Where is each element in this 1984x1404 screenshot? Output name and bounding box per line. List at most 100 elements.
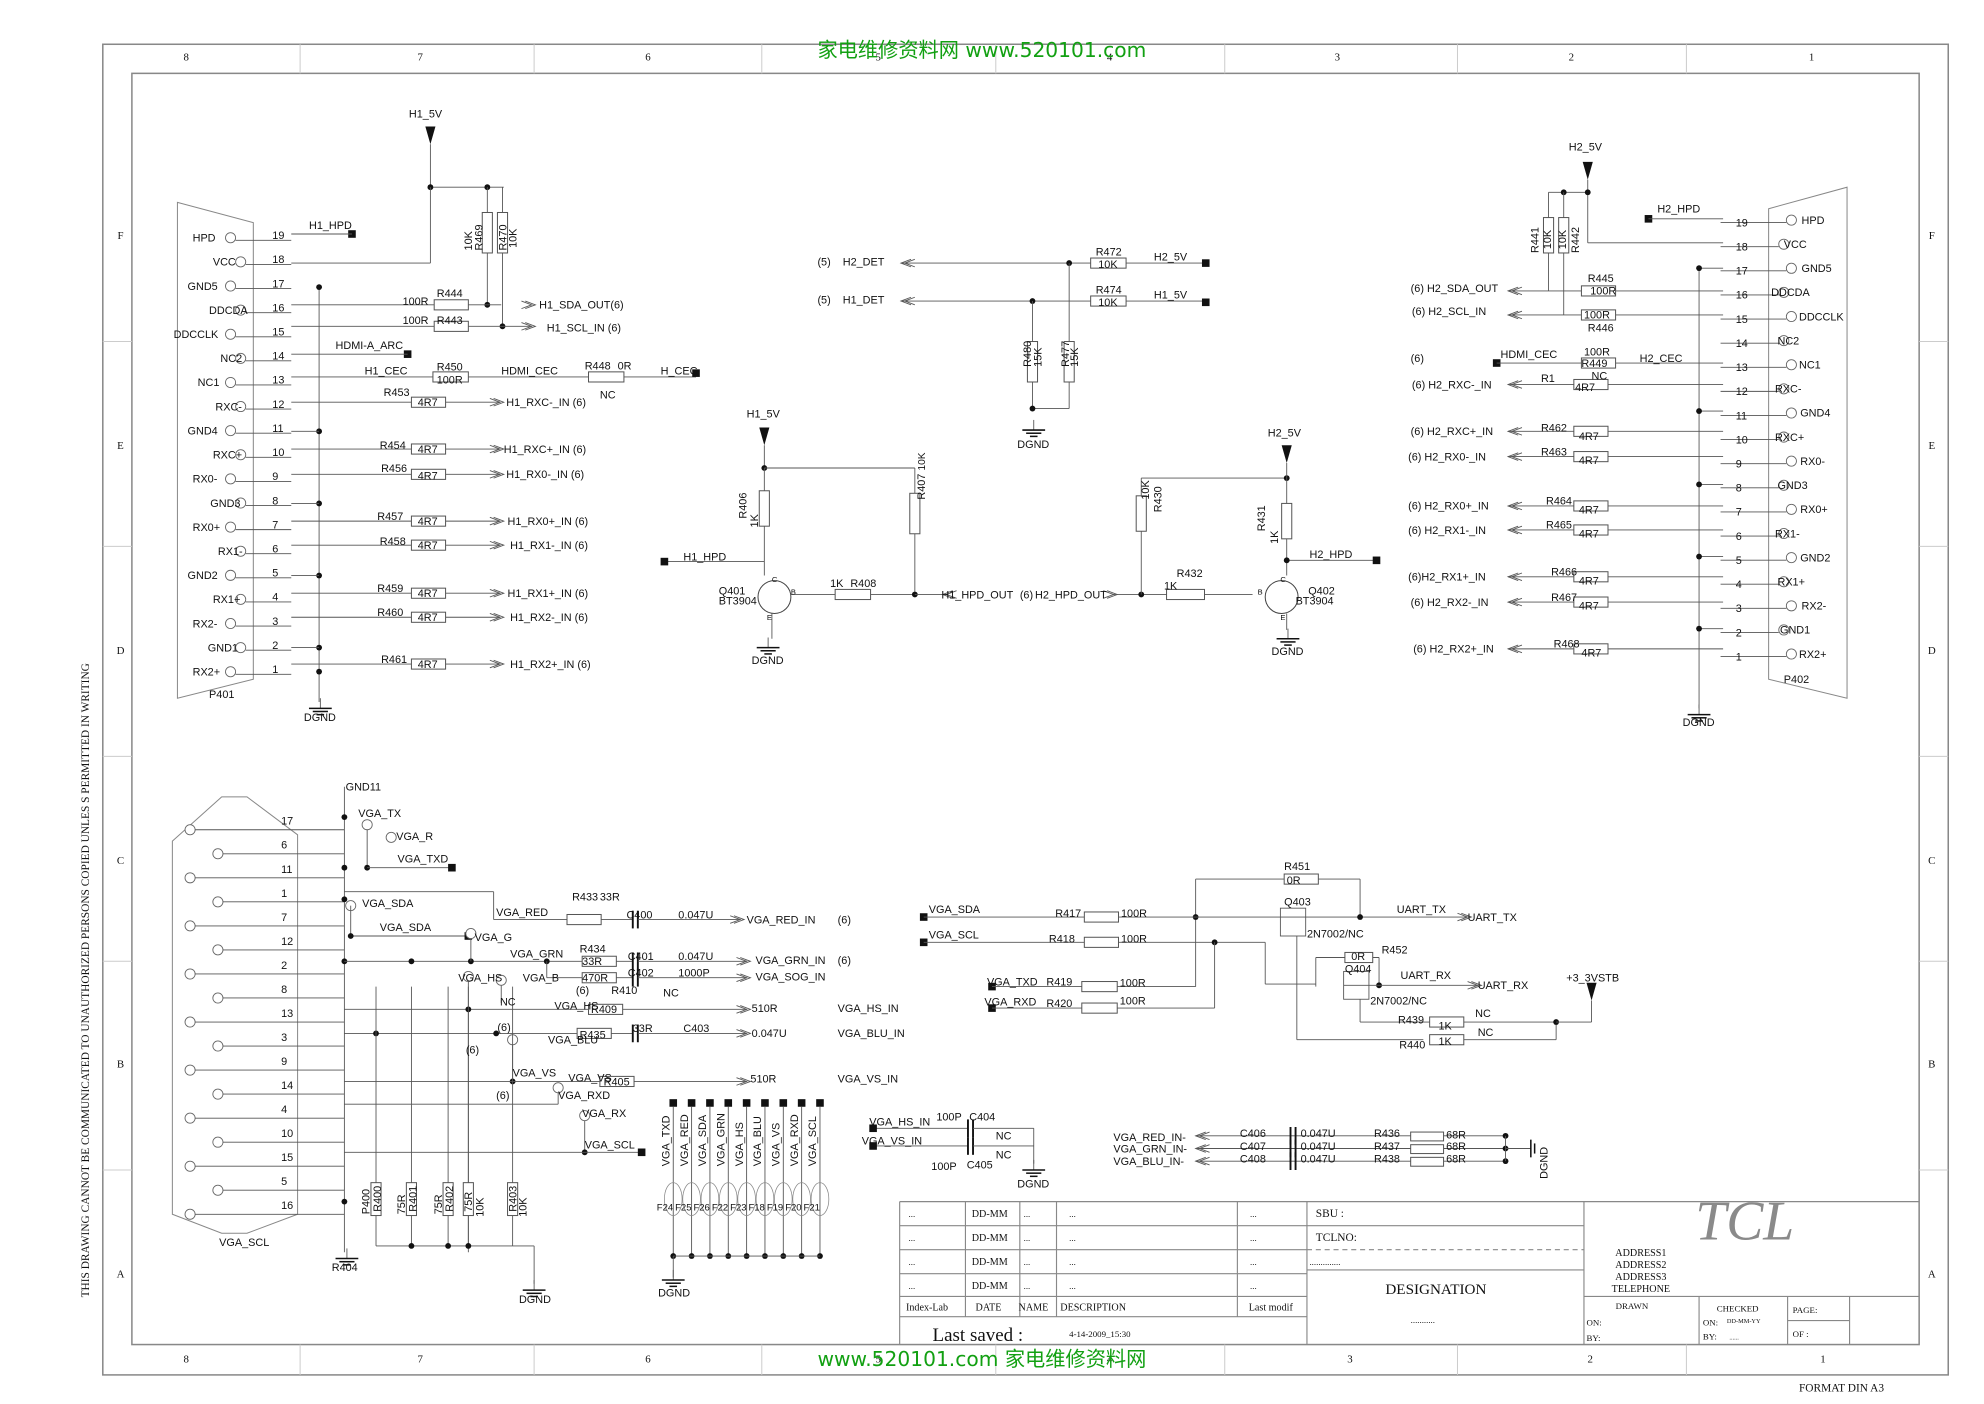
label: VGA_SOG_IN: [755, 971, 825, 983]
label: (6) H2_SCL_IN: [1412, 306, 1486, 318]
resistor: [442, 1182, 454, 1217]
label: E: [767, 613, 772, 622]
pin-label: RX0-: [193, 474, 218, 486]
row-letter: A: [117, 1269, 125, 1281]
pin-number: 4: [272, 592, 278, 604]
arrow-icon: [525, 300, 537, 310]
label: R437: [1374, 1141, 1400, 1153]
resistor: [1542, 217, 1555, 254]
label: H1_5V: [409, 109, 443, 121]
label: R464: [1546, 496, 1572, 508]
pin-circle: [1778, 431, 1790, 443]
label: 4R7: [1579, 431, 1599, 443]
revision-header: Index-Lab: [906, 1302, 948, 1313]
label: Q401: [719, 585, 746, 597]
revision-header: Last modif: [1249, 1302, 1294, 1313]
port-square: [724, 1099, 733, 1107]
pin-circle: [1778, 576, 1790, 588]
label: (6) H2_RXC+_IN: [1411, 426, 1493, 438]
label: (6): [838, 955, 851, 967]
label: VGA_HS_IN: [838, 1003, 899, 1015]
port-square: [816, 1099, 824, 1107]
label: R442: [1570, 227, 1582, 253]
pin-circle: [1785, 407, 1797, 419]
pin-circle: [212, 896, 224, 908]
arrow-icon: [493, 444, 506, 454]
label: 1000P: [678, 967, 709, 979]
resistor: [1166, 588, 1206, 601]
label: H1_HPD: [309, 220, 352, 232]
label: R410: [611, 985, 637, 997]
label: H1_SCL_IN (6): [547, 322, 621, 334]
address-line: ADDRESS1: [1615, 1248, 1666, 1259]
pin-number: 16: [272, 302, 284, 314]
port-square: [869, 1142, 877, 1150]
resistor: [1283, 873, 1319, 885]
pin-number: 9: [272, 471, 278, 483]
pin-circle: [212, 1040, 224, 1052]
label: 100R: [1120, 995, 1146, 1007]
pin-number: 2: [272, 640, 278, 652]
label: 15K: [1069, 347, 1081, 367]
junction-dot: [493, 1030, 500, 1037]
arrow-icon: [740, 1077, 752, 1086]
junction-dot: [316, 428, 323, 435]
resistor: [410, 611, 447, 623]
pin-circle: [1785, 455, 1797, 467]
pin-circle: [212, 944, 224, 956]
label: R452: [1382, 945, 1408, 957]
drawing-frame: [102, 43, 1949, 1376]
pin-circle: [235, 545, 247, 557]
column-number: 8: [184, 52, 190, 64]
label: H1_SDA_OUT(6): [539, 300, 623, 312]
label: (6) H2_RX2+_IN: [1413, 644, 1494, 656]
fuse-label: F21: [804, 1202, 820, 1213]
fuse-icon: [810, 1182, 830, 1216]
fuse-icon: [682, 1182, 701, 1216]
resistor: [1573, 451, 1609, 463]
pin-number: 10: [1736, 434, 1748, 446]
junction-dot: [1029, 298, 1036, 304]
pin-label: RX0+: [193, 522, 220, 534]
arrow-icon: [525, 322, 537, 331]
label: H1_RX0-_IN (6): [506, 469, 584, 481]
label: R472: [1096, 247, 1122, 259]
last-saved-label: Last saved :: [933, 1325, 1024, 1346]
label: H2_5V: [1154, 252, 1188, 264]
title-block: [899, 1201, 1920, 1345]
pin-number: 2: [281, 960, 287, 972]
pin-circle: [1778, 286, 1790, 298]
label: NC: [600, 389, 616, 401]
revision-cell: DD-MM: [972, 1257, 1008, 1268]
pin-number: 15: [272, 326, 284, 338]
mosfet-icon: [1343, 970, 1370, 1000]
label: R400: [372, 1186, 384, 1212]
pin-number: 8: [1736, 483, 1742, 495]
pin-number: 5: [272, 568, 278, 580]
port-square: [797, 1099, 806, 1107]
arrow-icon: [1194, 1131, 1206, 1141]
junction-dot: [1696, 408, 1702, 414]
label: Q403: [1284, 897, 1311, 909]
column-number: 2: [1569, 52, 1574, 64]
label: 0R: [1287, 875, 1301, 887]
junction-dot: [316, 500, 323, 507]
designation-label: DESIGNATION: [1385, 1281, 1486, 1298]
label: (6): [838, 914, 851, 926]
revision-header: DESCRIPTION: [1060, 1302, 1126, 1313]
revision-cell: ...: [1250, 1281, 1257, 1291]
resistor: [410, 587, 447, 599]
arrow-icon: [740, 973, 752, 982]
label: +3_3VSTB: [1566, 973, 1619, 985]
label: 100R: [1121, 933, 1147, 945]
label: (6): [576, 985, 589, 997]
label: R474: [1096, 284, 1122, 296]
label: 75R: [433, 1194, 445, 1214]
power-arrow-icon: [1586, 982, 1597, 1001]
arrow-icon: [493, 470, 506, 479]
resistor: [1083, 911, 1119, 923]
arrow-icon: [493, 659, 506, 669]
junction-dot: [408, 958, 415, 965]
resistor: [1344, 951, 1374, 964]
